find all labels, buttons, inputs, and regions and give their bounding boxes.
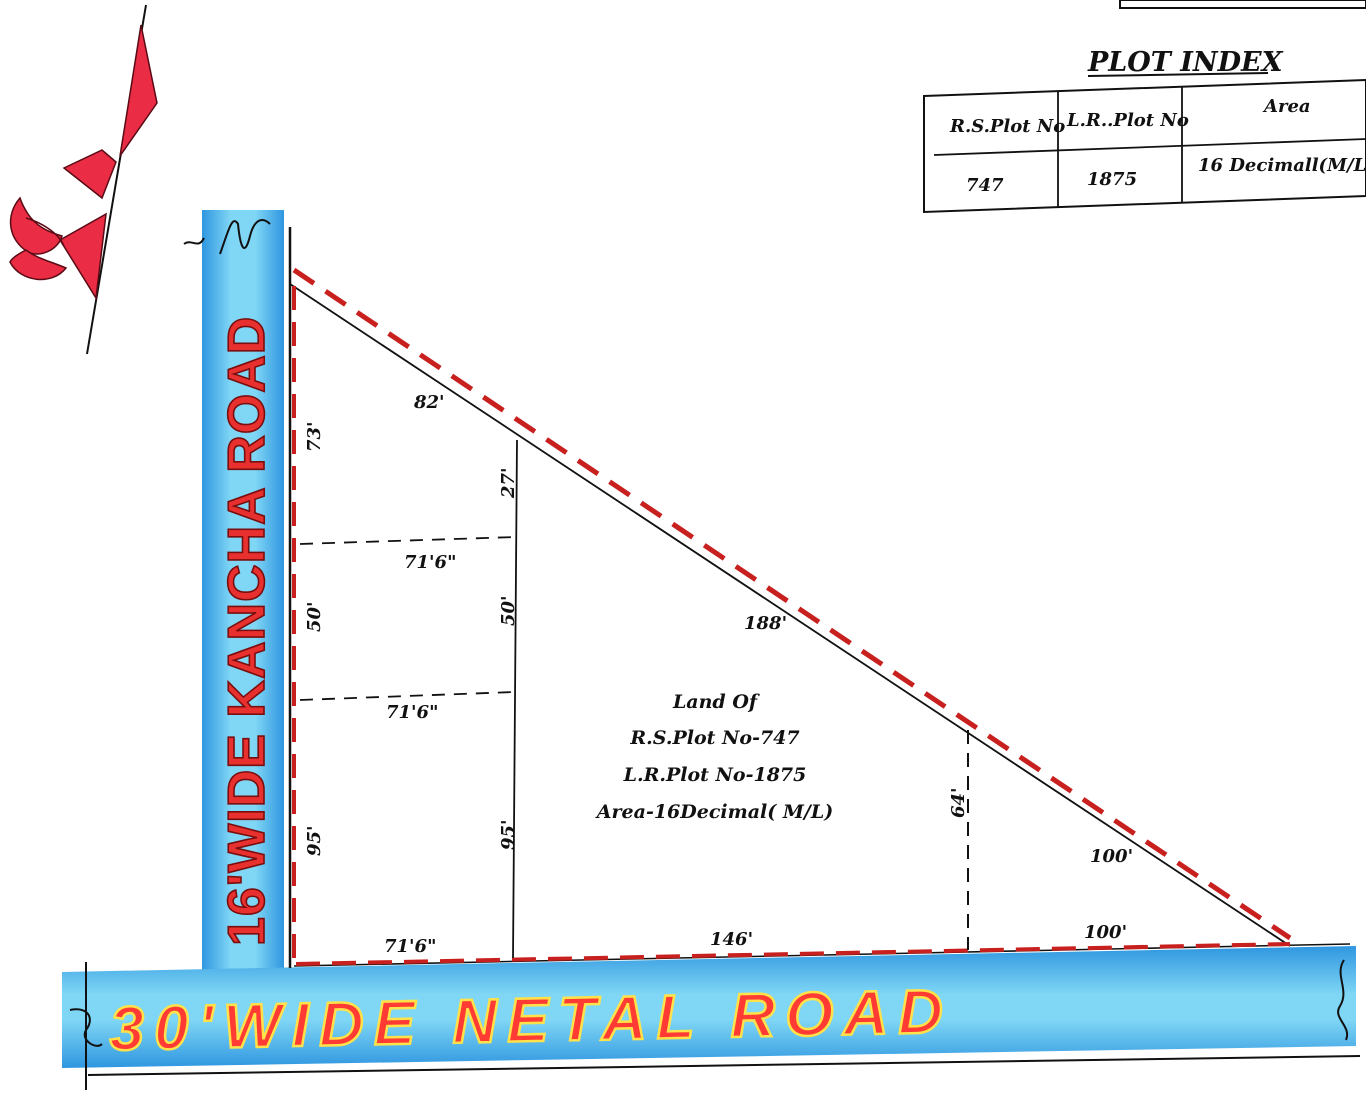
dim-left-95: 95' bbox=[304, 825, 325, 856]
plot-boundary bbox=[288, 227, 1351, 968]
plot-index-header-lr: L.R..Plot No bbox=[1066, 110, 1189, 131]
dim-cross-mid: 71'6" bbox=[386, 702, 438, 723]
land-area: Area-16Decimal( M/L) bbox=[595, 801, 833, 823]
plot-index-cell-lr: 1875 bbox=[1087, 169, 1137, 190]
dim-bottom-right: 100' bbox=[1084, 922, 1127, 943]
north-arrow-icon bbox=[9, 4, 158, 355]
netal-road-label: 30'WIDE NETAL ROAD bbox=[109, 977, 954, 1064]
land-of-label: Land Of bbox=[672, 691, 760, 713]
netal-road bbox=[62, 946, 1361, 1090]
land-rs-plot: R.S.Plot No-747 bbox=[629, 727, 799, 749]
dim-hypotenuse-188: 188' bbox=[744, 613, 787, 634]
plot-index: PLOT INDEX R.S.Plot No L.R..Plot No Area… bbox=[923, 0, 1366, 214]
dim-left-50: 50' bbox=[304, 601, 325, 632]
plot-index-cell-rs: 747 bbox=[966, 175, 1004, 196]
plot-index-header-rs: R.S.Plot No bbox=[949, 116, 1065, 137]
kancha-road bbox=[183, 210, 284, 972]
subdivision-lines bbox=[299, 439, 969, 959]
dim-left-73: 73' bbox=[304, 421, 325, 452]
dim-mid-27: 27' bbox=[498, 467, 519, 499]
land-description: Land Of R.S.Plot No-747 L.R.Plot No-1875… bbox=[595, 691, 833, 823]
dimension-labels: 82' 188' 100' 73' 50' 95' 27' 50' 95' 71… bbox=[304, 392, 1133, 957]
land-lr-plot: L.R.Plot No-1875 bbox=[623, 764, 807, 786]
dim-hypotenuse-100: 100' bbox=[1090, 846, 1133, 867]
dim-mid-50: 50' bbox=[498, 595, 519, 626]
plot-index-cell-area: 16 Decimall(M/L bbox=[1198, 155, 1366, 176]
dim-right-64: 64' bbox=[948, 787, 969, 818]
dim-bottom-mid: 146' bbox=[710, 929, 753, 950]
dim-bottom-left: 71'6" bbox=[384, 936, 436, 957]
dim-mid-95: 95' bbox=[498, 819, 519, 850]
kancha-road-label: 16'WIDE KANCHA ROAD bbox=[218, 316, 276, 946]
dim-hypotenuse-82: 82' bbox=[413, 392, 445, 413]
dim-cross-top: 71'6" bbox=[404, 552, 456, 573]
plot-index-header-area: Area bbox=[1262, 96, 1311, 117]
